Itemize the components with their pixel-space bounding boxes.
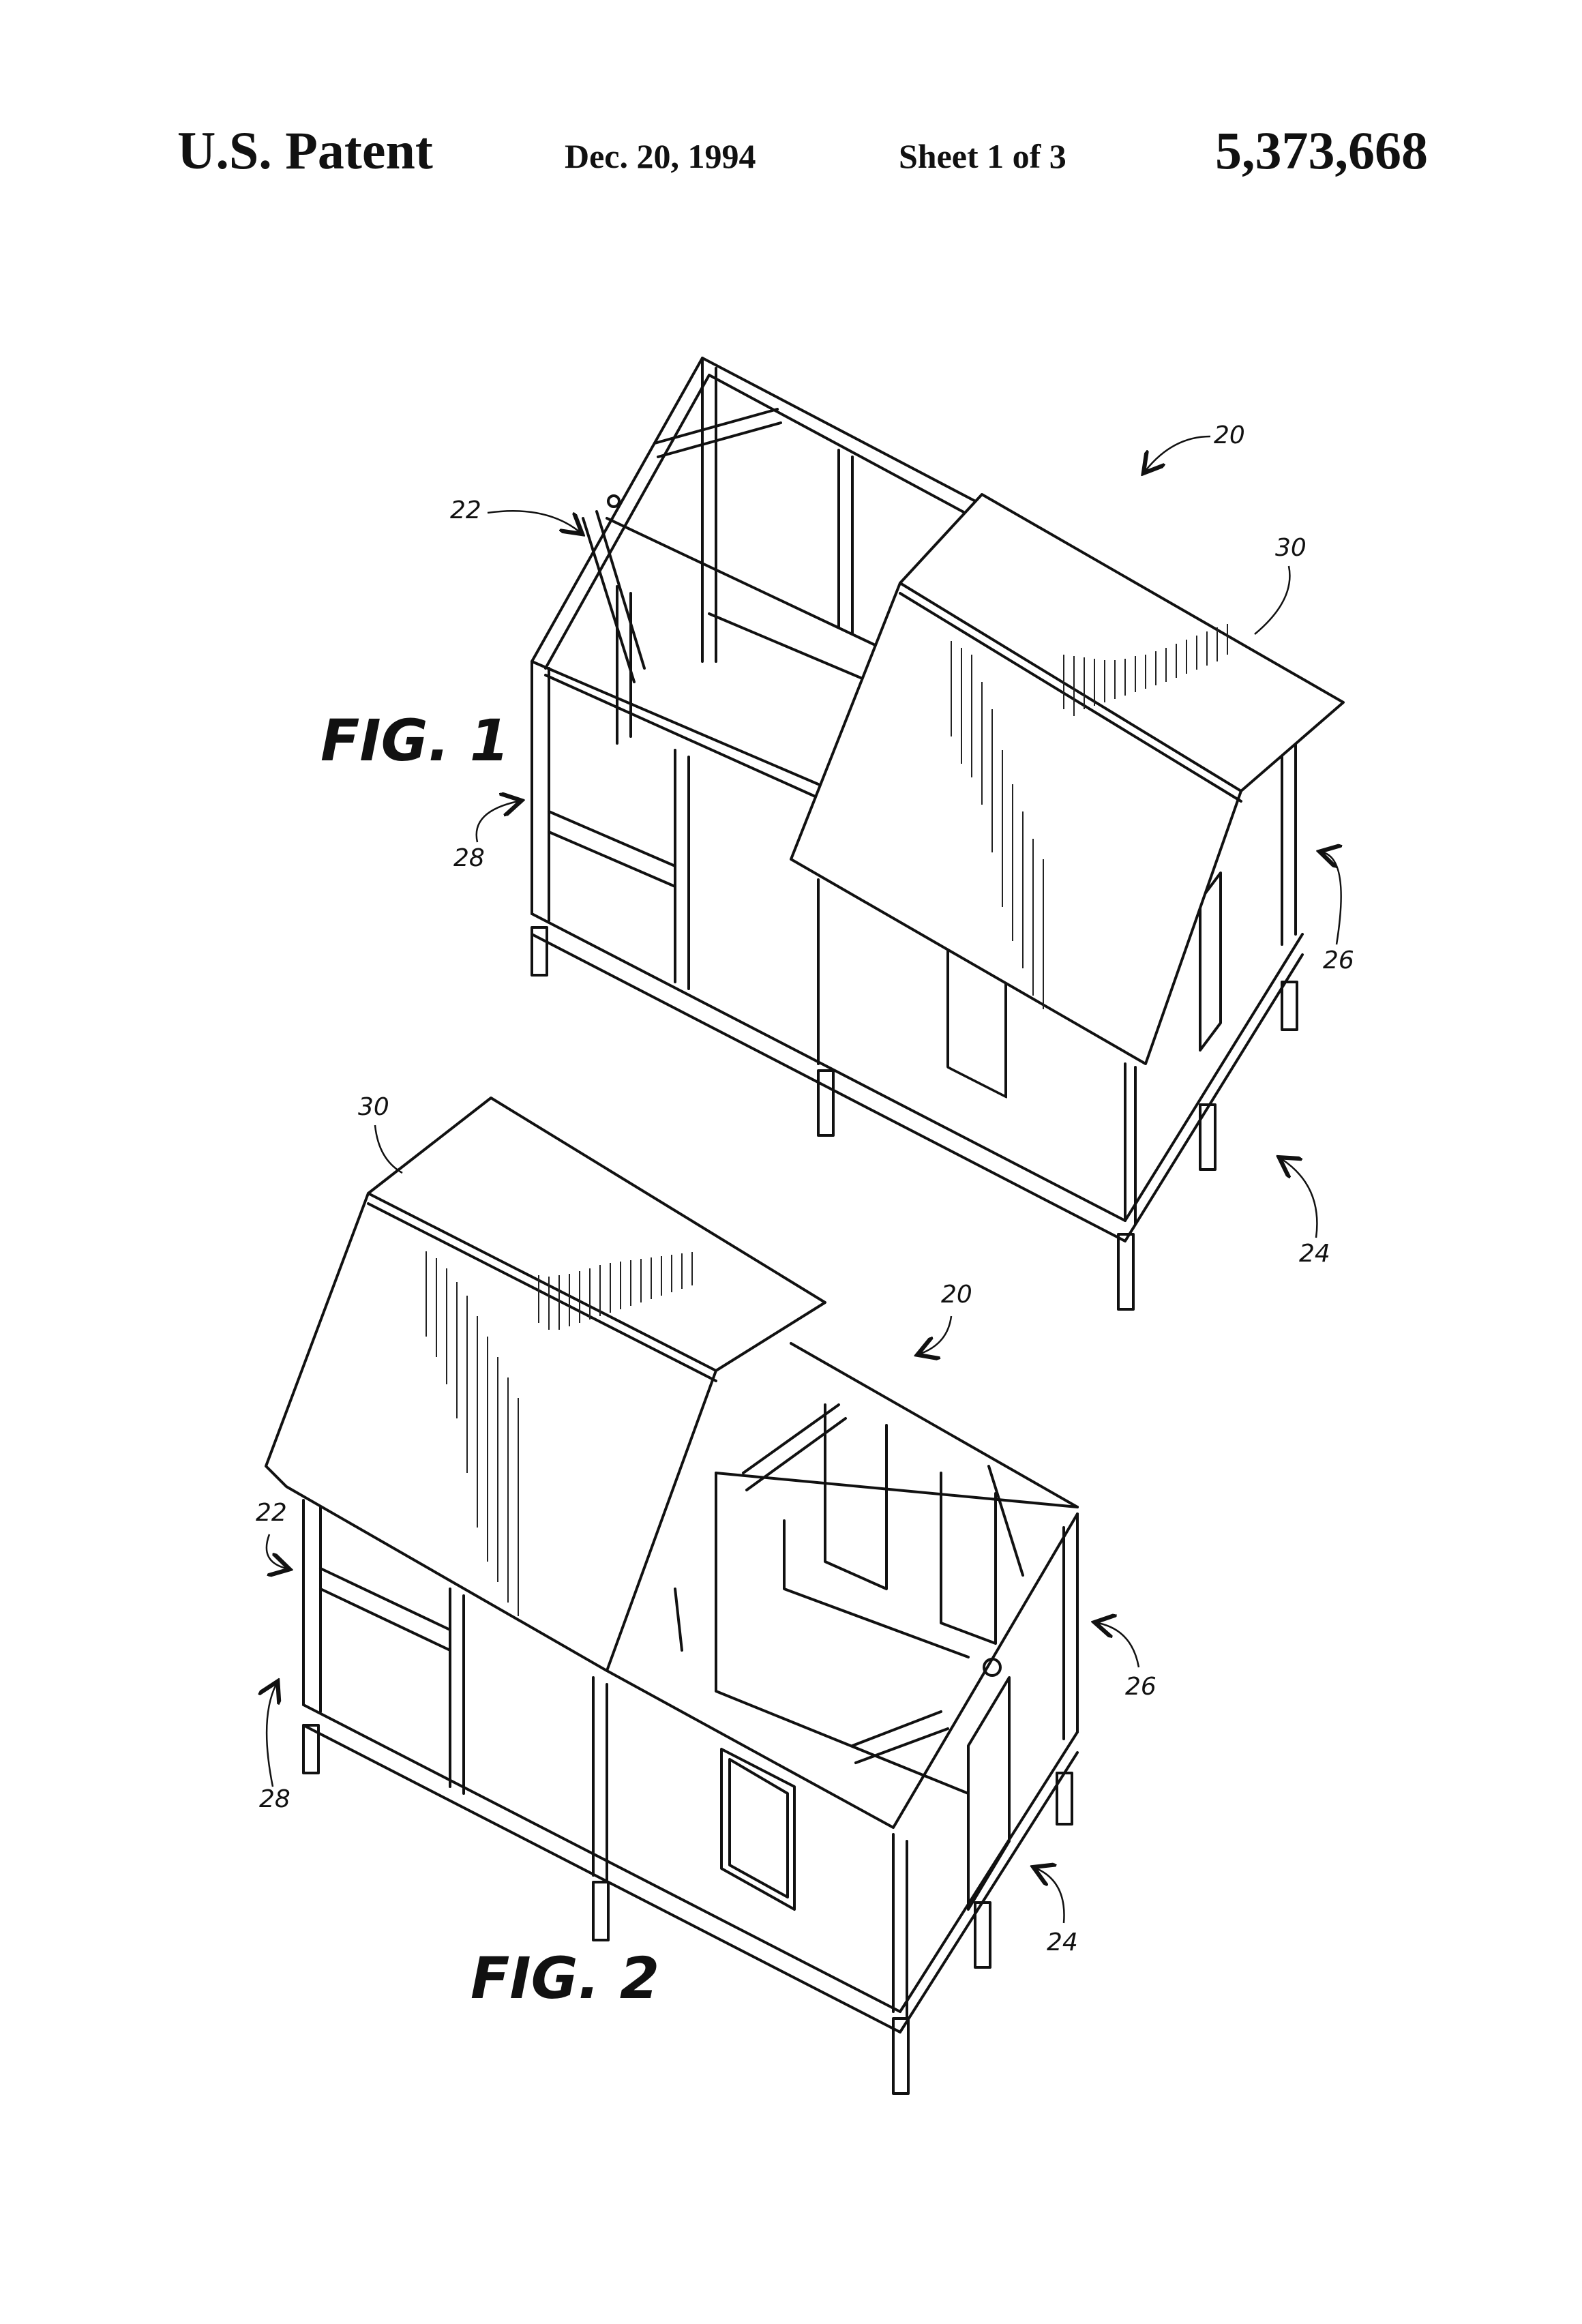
fig1-legs: [531, 926, 1298, 1311]
fig2-ref-30: 30: [358, 1093, 389, 1121]
fig2-roof-shading: [426, 1251, 693, 1616]
fig2-legs: [302, 1724, 1073, 2095]
fig1-ref-22: 22: [450, 496, 481, 524]
fig1-label: FIG. 1: [320, 707, 509, 774]
fig2-base-platform: [302, 1703, 1079, 2034]
fig2-ref-28: 28: [259, 1785, 290, 1813]
fig2-ref-22: 22: [256, 1499, 287, 1527]
fig1-references: 20 22 30 28 26 24: [450, 421, 1354, 1268]
fig1-ref-28: 28: [453, 844, 485, 872]
fig1-ref-20: 20: [1214, 421, 1245, 449]
sheet-indicator: Sheet 1 of 3: [899, 137, 1066, 175]
fig2-roof-panel: [265, 1097, 826, 1672]
patent-label: U.S. Patent: [177, 121, 433, 180]
fig1-drawing: [531, 357, 1345, 1311]
fig2-references: 30 20 22 28 26 24: [256, 1093, 1156, 1956]
fig1-roof-shading: [951, 624, 1228, 1009]
fig2-rear-frame: [674, 1342, 1079, 1795]
fig1-roof-panel: [790, 493, 1345, 1065]
patent-date: Dec. 20, 1994: [565, 137, 756, 175]
patent-number: 5,373,668: [1215, 121, 1428, 180]
fig1-ref-24: 24: [1299, 1240, 1330, 1268]
fig2-ref-26: 26: [1125, 1673, 1156, 1701]
fig2-ref-24: 24: [1047, 1928, 1078, 1956]
fig2-side-wall: [302, 1499, 1079, 2020]
fig2-ref-20: 20: [941, 1281, 972, 1309]
fig2-drawing: [265, 1097, 1079, 2095]
fig1-ref-30: 30: [1275, 534, 1307, 562]
fig2-end-wall: [967, 1513, 1079, 1911]
fig1-base-platform: [531, 912, 1304, 1242]
fig1-end-wall: [1199, 735, 1297, 1052]
fig2-label: FIG. 2: [471, 1945, 659, 2012]
fig1-ref-26: 26: [1323, 947, 1354, 974]
